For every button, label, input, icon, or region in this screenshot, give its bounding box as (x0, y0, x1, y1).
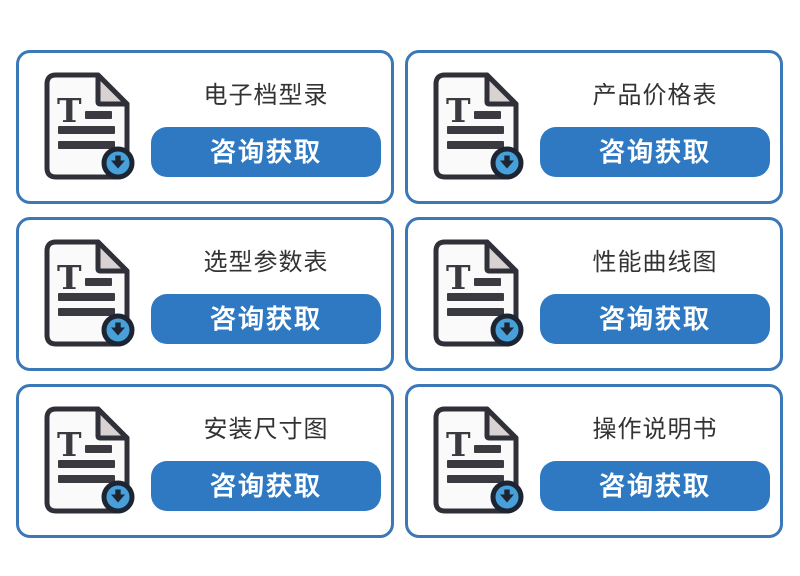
card-operation-manual: 操作说明书 咨询获取 (405, 384, 783, 538)
consult-button[interactable]: 咨询获取 (151, 293, 381, 344)
card-content: 性能曲线图 咨询获取 (532, 248, 770, 344)
card-title: 操作说明书 (592, 415, 718, 443)
card-content: 操作说明书 咨询获取 (532, 415, 770, 511)
document-download-icon (430, 71, 530, 189)
consult-button[interactable]: 咨询获取 (151, 460, 381, 511)
card-content: 产品价格表 咨询获取 (532, 81, 770, 177)
document-download-icon (41, 71, 141, 189)
consult-button[interactable]: 咨询获取 (540, 126, 770, 177)
card-title: 选型参数表 (203, 248, 329, 276)
card-title: 电子档型录 (203, 81, 329, 109)
document-download-icon (430, 405, 530, 523)
document-download-icon (41, 405, 141, 523)
card-content: 电子档型录 咨询获取 (143, 81, 381, 177)
card-title: 安装尺寸图 (203, 415, 329, 443)
consult-button[interactable]: 咨询获取 (540, 460, 770, 511)
document-download-icon (41, 238, 141, 356)
consult-button[interactable]: 咨询获取 (540, 293, 770, 344)
card-content: 选型参数表 咨询获取 (143, 248, 381, 344)
cards-grid: 电子档型录 咨询获取 产品价格表 咨询获取 选型参数表 咨询获取 性能曲线图 咨… (16, 50, 783, 538)
card-title: 性能曲线图 (592, 248, 718, 276)
card-content: 安装尺寸图 咨询获取 (143, 415, 381, 511)
card-installation-dimensions: 安装尺寸图 咨询获取 (16, 384, 394, 538)
card-electronic-catalog: 电子档型录 咨询获取 (16, 50, 394, 204)
consult-button[interactable]: 咨询获取 (151, 126, 381, 177)
card-product-price-list: 产品价格表 咨询获取 (405, 50, 783, 204)
card-performance-curves: 性能曲线图 咨询获取 (405, 217, 783, 371)
document-download-icon (430, 238, 530, 356)
card-selection-parameters: 选型参数表 咨询获取 (16, 217, 394, 371)
card-title: 产品价格表 (592, 81, 718, 109)
